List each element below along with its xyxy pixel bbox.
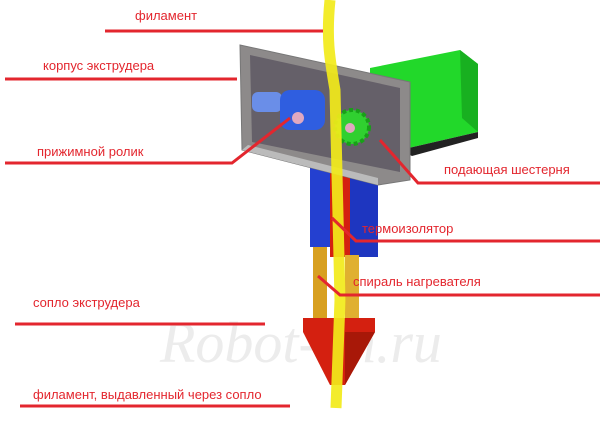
leader-feed-gear — [378, 139, 600, 185]
pressure-roller — [252, 90, 325, 130]
label-heater-coil: спираль нагревателя — [353, 274, 481, 289]
watermark: Robot-on.ru — [159, 310, 442, 375]
heater-coil — [313, 247, 359, 322]
filament — [322, 0, 346, 409]
label-thermal-insulator: термоизолятор — [362, 221, 453, 236]
label-filament: филамент — [135, 8, 197, 23]
label-pressure-roller: прижимной ролик — [37, 144, 144, 159]
label-nozzle: сопло экструдера — [33, 295, 141, 310]
label-extruded-filament: филамент, выдавленный через сопло — [33, 387, 262, 402]
leader-heater-coil — [317, 274, 600, 297]
label-feed-gear: подающая шестерня — [444, 162, 570, 177]
feed-gear — [333, 108, 371, 146]
leader-thermal-insulator — [330, 216, 600, 243]
leader-pressure-roller — [5, 116, 291, 165]
label-extruder-body: корпус экструдера — [43, 58, 155, 73]
